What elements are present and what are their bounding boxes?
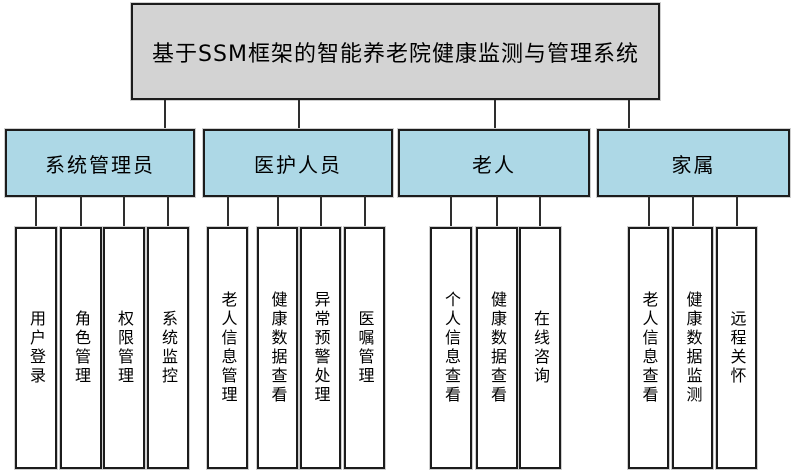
connector-leaf [227,196,229,228]
leaf-node-abnormal-alert-handling: 异常预警处理 [300,227,341,469]
leaf-label: 健康数据查看 [268,291,288,405]
leaf-label: 健康数据监测 [683,291,703,405]
leaf-label: 远程关怀 [727,310,747,386]
leaf-label: 老人信息管理 [218,291,238,405]
leaf-node-doctor-order-management: 医嘱管理 [344,227,385,469]
leaf-label: 系统监控 [159,310,178,386]
leaf-label: 在线咨询 [531,310,550,386]
group-label: 家属 [671,152,716,177]
leaf-node-health-data-view-elderly: 健康数据查看 [476,227,518,469]
leaf-label: 角色管理 [72,310,91,386]
connector-leaf [364,196,366,228]
connector-root-medical [298,100,300,130]
leaf-label: 权限管理 [115,310,134,386]
connector-leaf [450,196,452,228]
group-node-system-admin: 系统管理员 [5,129,195,197]
connector-leaf [692,196,694,228]
leaf-node-health-data-monitoring: 健康数据监测 [672,227,713,469]
leaf-label: 老人信息查看 [639,291,659,405]
leaf-label: 用户登录 [27,310,46,386]
leaf-node-system-monitoring: 系统监控 [147,227,189,469]
leaf-label: 异常预警处理 [311,291,331,405]
connector-leaf [123,196,125,228]
leaf-node-health-data-view-staff: 健康数据查看 [257,227,298,469]
connector-leaf [736,196,738,228]
group-node-elderly: 老人 [398,129,590,197]
leaf-node-permission-management: 权限管理 [103,227,145,469]
connector-leaf [277,196,279,228]
leaf-label: 医嘱管理 [355,310,375,386]
group-label: 医护人员 [254,152,342,177]
leaf-label: 个人信息查看 [442,291,461,405]
group-node-medical-staff: 医护人员 [203,129,393,197]
group-node-family: 家属 [597,129,790,197]
leaf-node-role-management: 角色管理 [60,227,102,469]
connector-leaf [167,196,169,228]
connector-root-family [628,100,630,130]
leaf-node-user-login: 用户登录 [15,227,57,469]
leaf-node-elder-info-management: 老人信息管理 [207,227,248,469]
leaf-node-remote-care: 远程关怀 [716,227,757,469]
leaf-node-online-consultation: 在线咨询 [519,227,561,469]
connector-leaf [496,196,498,228]
connector-leaf [35,196,37,228]
connector-root-elderly [494,100,496,130]
connector-leaf [539,196,541,228]
connector-root-admin [164,100,166,130]
group-label: 老人 [472,152,516,177]
leaf-node-elder-info-view: 老人信息查看 [628,227,669,469]
leaf-node-personal-info-view: 个人信息查看 [430,227,472,469]
root-node: 基于SSM框架的智能养老院健康监测与管理系统 [131,3,660,100]
connector-leaf [320,196,322,228]
connector-leaf [80,196,82,228]
diagram-title: 基于SSM框架的智能养老院健康监测与管理系统 [152,41,639,67]
leaf-label: 健康数据查看 [488,291,507,405]
group-label: 系统管理员 [45,152,155,177]
connector-leaf [648,196,650,228]
